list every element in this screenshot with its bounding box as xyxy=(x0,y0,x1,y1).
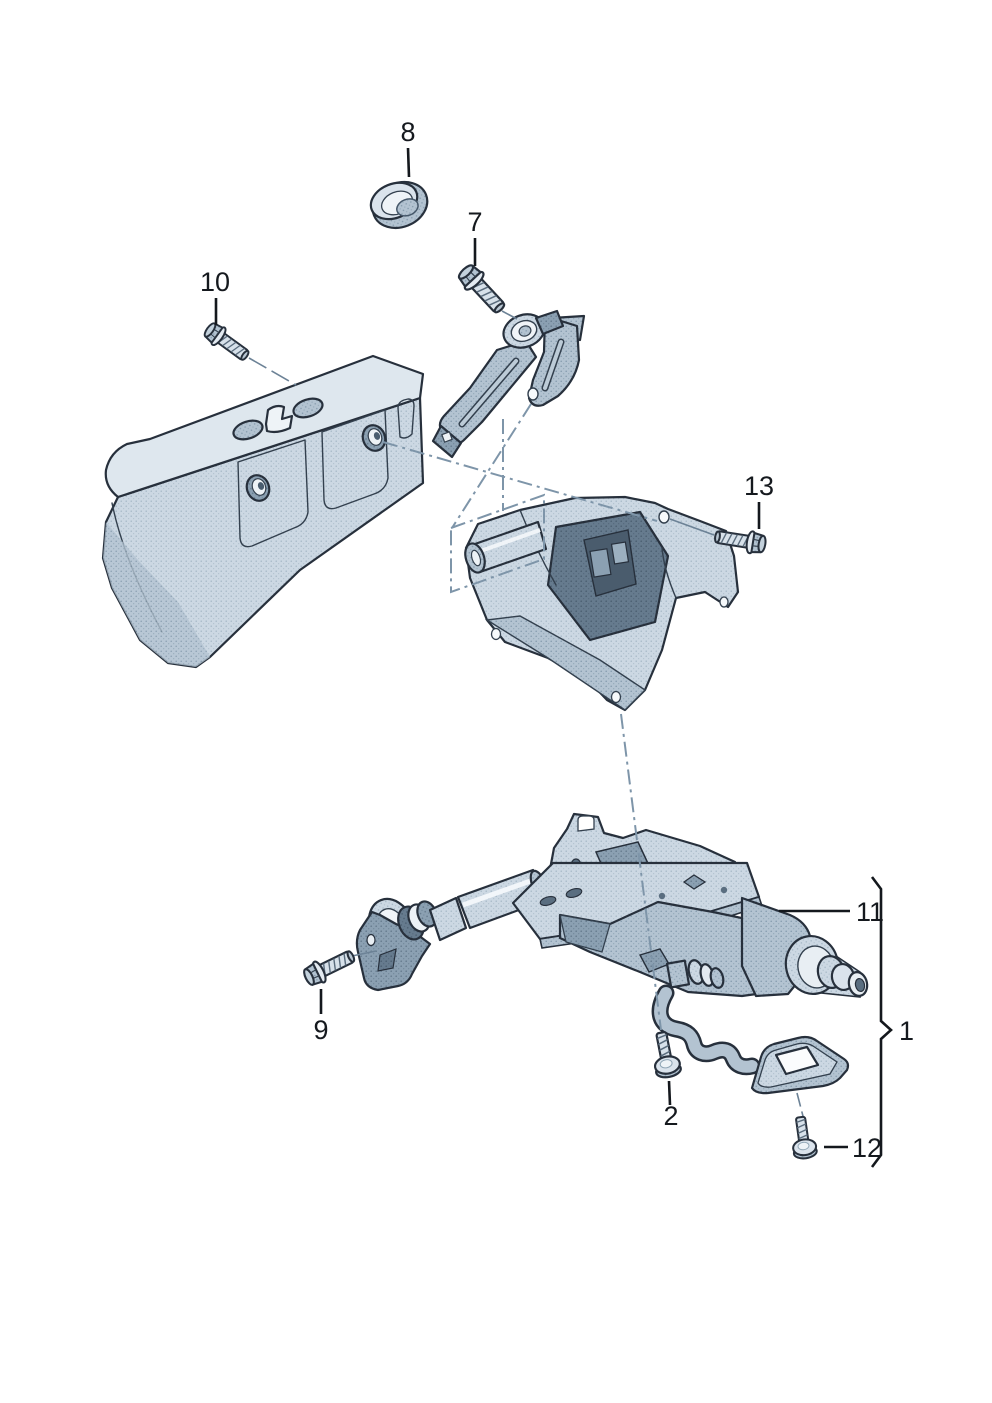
callout-label-7: 7 xyxy=(467,207,482,237)
callouts: 8 7 10 13 11 1 9 2 12 xyxy=(200,117,914,1168)
fork-tip-hole xyxy=(441,431,453,443)
axis-bolt13-to-bracket xyxy=(669,518,715,536)
callout-brace-1 xyxy=(870,876,893,1168)
callout-label-1: 1 xyxy=(899,1016,914,1046)
beam-mount-grommet xyxy=(361,424,387,452)
shaft-highlight xyxy=(462,876,537,908)
plate-slot xyxy=(565,888,583,898)
beam-pocket xyxy=(321,409,389,510)
bracket-fold-line xyxy=(661,547,677,599)
plate-hole xyxy=(720,886,728,894)
joint-yoke-notch xyxy=(377,948,397,972)
steering-column-assembly xyxy=(355,812,869,1095)
bracket-foot-hole xyxy=(610,690,622,704)
fork-left-arm-slot-inner xyxy=(460,359,518,426)
clamp-washer xyxy=(709,967,725,989)
bracket-recess-tab xyxy=(610,541,630,565)
axis-bolt10-to-beam xyxy=(248,357,297,386)
plate-hole xyxy=(774,1045,820,1076)
callout-label-13: 13 xyxy=(744,471,774,501)
plate-slot xyxy=(539,896,557,906)
callout-label-10: 10 xyxy=(200,267,230,297)
grommet-part-8 xyxy=(369,180,429,230)
top-face-hole xyxy=(232,419,264,441)
plate-diamond-hole xyxy=(682,874,707,890)
axis-bolt9-to-joint xyxy=(351,950,377,957)
callout-label-12: 12 xyxy=(852,1133,882,1163)
column-housing xyxy=(511,812,802,998)
top-face-hole xyxy=(292,397,324,419)
top-face-notch xyxy=(264,404,294,434)
callout-label-11: 11 xyxy=(856,897,884,927)
callout-leader-8 xyxy=(406,147,411,178)
axis-fork-to-plate xyxy=(451,403,532,529)
shaft-tip-bore xyxy=(854,977,866,993)
cross-member-top-face xyxy=(104,354,425,499)
column-mounting-bracket xyxy=(464,495,740,712)
callout-leader-2 xyxy=(667,1080,672,1106)
swing-bracket-fork xyxy=(431,309,586,459)
bracket-foot-hole xyxy=(719,596,729,608)
fork-pivot-core xyxy=(518,325,532,337)
clamp-bolt-head xyxy=(665,959,691,989)
bracket-recess-tab xyxy=(589,548,612,578)
axis-screw12-to-plate xyxy=(796,1092,805,1121)
universal-joint xyxy=(355,897,438,992)
fork-right-arm-slot-inner xyxy=(543,340,563,390)
callout-label-8: 8 xyxy=(400,117,415,147)
axis-bracket-to-column xyxy=(620,713,662,1031)
shaft-cone xyxy=(428,896,468,942)
callout-label-9: 9 xyxy=(313,1015,328,1045)
jacket-tube-end xyxy=(740,896,869,998)
fork-clamp-cap xyxy=(534,309,565,336)
bracket-ear-hole-13 xyxy=(658,510,670,524)
beam-mount-grommet xyxy=(245,474,271,502)
support-strap xyxy=(651,984,761,1076)
beam-pocket xyxy=(237,439,309,548)
fork-arm-hole xyxy=(527,387,539,401)
callout-label-2: 2 xyxy=(663,1101,678,1131)
jacket-under-shade xyxy=(559,914,611,953)
bracket-sleeve-bore xyxy=(470,549,482,567)
alignment-lines xyxy=(248,310,805,1121)
bracket-sleeve-highlight xyxy=(477,528,541,554)
bracket-front-apron xyxy=(484,615,647,711)
joint-yoke-hole xyxy=(366,933,376,947)
support-plate xyxy=(750,1035,850,1095)
cross-member-tail-shade xyxy=(103,522,210,667)
bracket-foot-hole xyxy=(490,627,502,641)
plate-hole xyxy=(658,892,666,900)
mounting-interface-outline xyxy=(450,493,545,594)
dash-panel-cross-member xyxy=(101,354,425,669)
housing-tab-notch xyxy=(577,815,595,832)
grommet-hole xyxy=(396,198,419,217)
axis-bolt7-to-fork xyxy=(501,310,518,320)
strap-fill xyxy=(654,987,758,1073)
beam-edge-slot xyxy=(397,398,415,439)
axis-beam-to-bracket xyxy=(382,441,658,522)
